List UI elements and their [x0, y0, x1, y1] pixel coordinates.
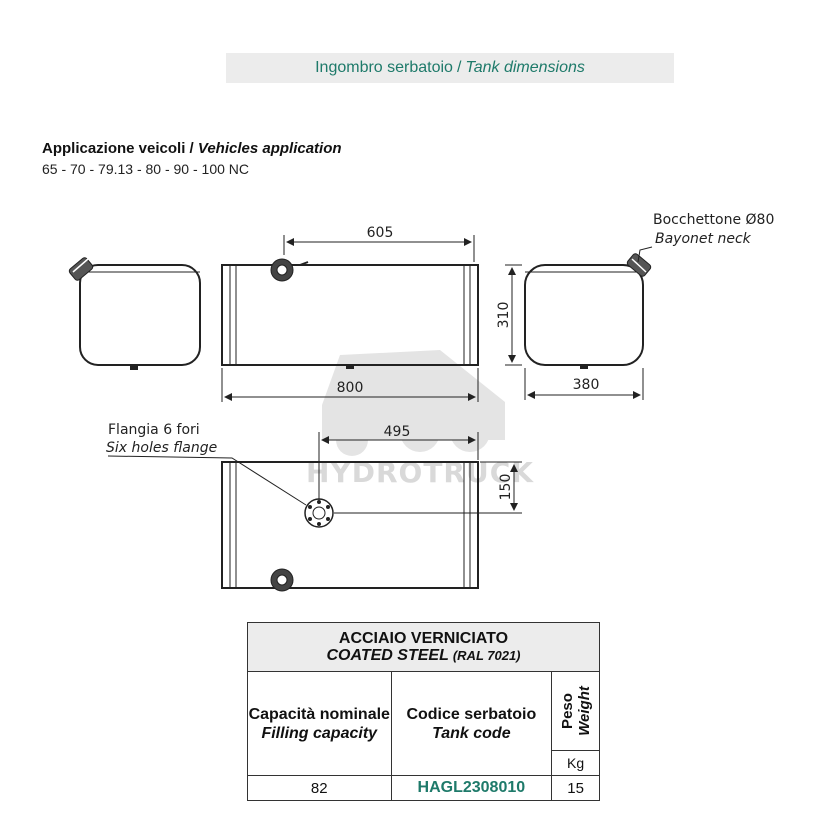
- title-english: Tank dimensions: [465, 59, 585, 76]
- weight-header: Peso Weight: [551, 671, 600, 751]
- dimension-800-label: 800: [337, 380, 364, 396]
- table-row: 82 HAGL2308010 15: [247, 775, 600, 801]
- capacity-value: 82: [247, 775, 392, 801]
- drain-plug-icon-right: [580, 365, 588, 369]
- flange-icon: [304, 498, 334, 528]
- dimension-380: [524, 368, 644, 400]
- dimension-495-label: 495: [384, 424, 411, 440]
- dimension-150-label: 150: [498, 474, 514, 501]
- code-header: Codice serbatoio Tank code: [390, 671, 553, 776]
- dimension-800: [221, 368, 479, 402]
- dimension-310-label: 310: [496, 302, 512, 329]
- weight-header-english: Weight: [575, 686, 593, 736]
- page-title: Ingombro serbatoio / Tank dimensions: [226, 53, 674, 83]
- tank-code-value: HAGL2308010: [390, 775, 553, 801]
- weight-header-italian: Peso: [558, 693, 576, 729]
- weight-value: 15: [551, 775, 600, 801]
- capacity-header: Capacità nominale Filling capacity: [247, 671, 392, 776]
- capacity-header-english: Filling capacity: [261, 724, 378, 742]
- spec-table: ACCIAIO VERNICIATO COATED STEEL(RAL 7021…: [247, 622, 600, 801]
- tank-end-view-left: [79, 264, 201, 370]
- capacity-header-italian: Capacità nominale: [248, 705, 390, 723]
- application-separator: /: [189, 140, 194, 157]
- ral-code: (RAL 7021): [452, 648, 521, 663]
- material-header: ACCIAIO VERNICIATO COATED STEEL(RAL 7021…: [247, 622, 600, 672]
- dimension-495: [318, 432, 479, 500]
- material-english: COATED STEEL: [326, 647, 449, 664]
- title-separator: /: [456, 59, 462, 76]
- filler-neck-icon-right: [626, 253, 652, 277]
- neck-label-italian: Bocchettone Ø80: [653, 212, 774, 228]
- code-header-italian: Codice serbatoio: [406, 705, 537, 723]
- filler-neck-icon-top: [270, 568, 294, 592]
- application-title-italian: Applicazione veicoli: [42, 140, 186, 157]
- application-title-english: Vehicles application: [197, 140, 342, 157]
- filler-neck-icon-left: [68, 257, 94, 281]
- application-title: Applicazione veicoli / Vehicles applicat…: [42, 140, 342, 157]
- neck-leader-line: [637, 246, 653, 263]
- flange-leader-line: [107, 455, 307, 506]
- neck-label-english: Bayonet neck: [655, 231, 752, 247]
- flange-label-italian: Flangia 6 fori: [108, 422, 200, 438]
- drain-plug-icon: [346, 365, 354, 369]
- dimension-380-label: 380: [573, 377, 600, 393]
- filler-neck-icon-side: [270, 258, 294, 282]
- tank-top-view: [221, 461, 479, 589]
- dimension-150: [334, 461, 522, 514]
- dimension-605-label: 605: [367, 225, 394, 241]
- dimension-310: [505, 264, 522, 366]
- vehicle-models: 65 - 70 - 79.13 - 80 - 90 - 100 NC: [42, 161, 249, 177]
- flange-label-english: Six holes flange: [106, 440, 217, 456]
- dimension-605: [283, 235, 475, 262]
- weight-unit: Kg: [551, 750, 600, 776]
- code-header-english: Tank code: [432, 724, 511, 742]
- material-italian: ACCIAIO VERNICIATO: [338, 630, 509, 647]
- tank-end-view-right: [524, 264, 644, 366]
- title-italian: Ingombro serbatoio: [315, 59, 453, 76]
- tank-side-view: [221, 261, 479, 366]
